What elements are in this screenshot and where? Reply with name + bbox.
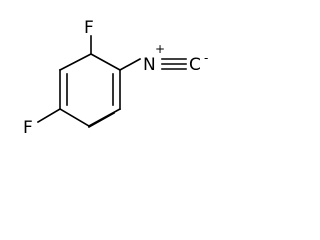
triple-bond-n-c [161,58,187,70]
benzene-ring [58,52,122,129]
charge-plus-nitrogen: + [155,42,165,56]
atom-carbon-terminal: C [189,55,201,75]
atom-nitrogen: N [143,55,156,75]
bond-ring-to-nitrogen [118,57,142,72]
ring-bond-top-upperright [89,52,122,72]
ring-inner-double-bottom [87,111,116,129]
atom-fluorine-left: F [23,118,33,138]
chemical-structure-diagram: F F N C + - [23,18,208,138]
atom-fluorine-top: F [84,18,94,38]
bond-ring-to-fluorine-left [36,107,62,124]
ring-bond-upperleft-top [58,52,93,72]
charge-minus-carbon: - [204,51,208,65]
ring-bond-bottom-lowerleft [58,107,91,128]
